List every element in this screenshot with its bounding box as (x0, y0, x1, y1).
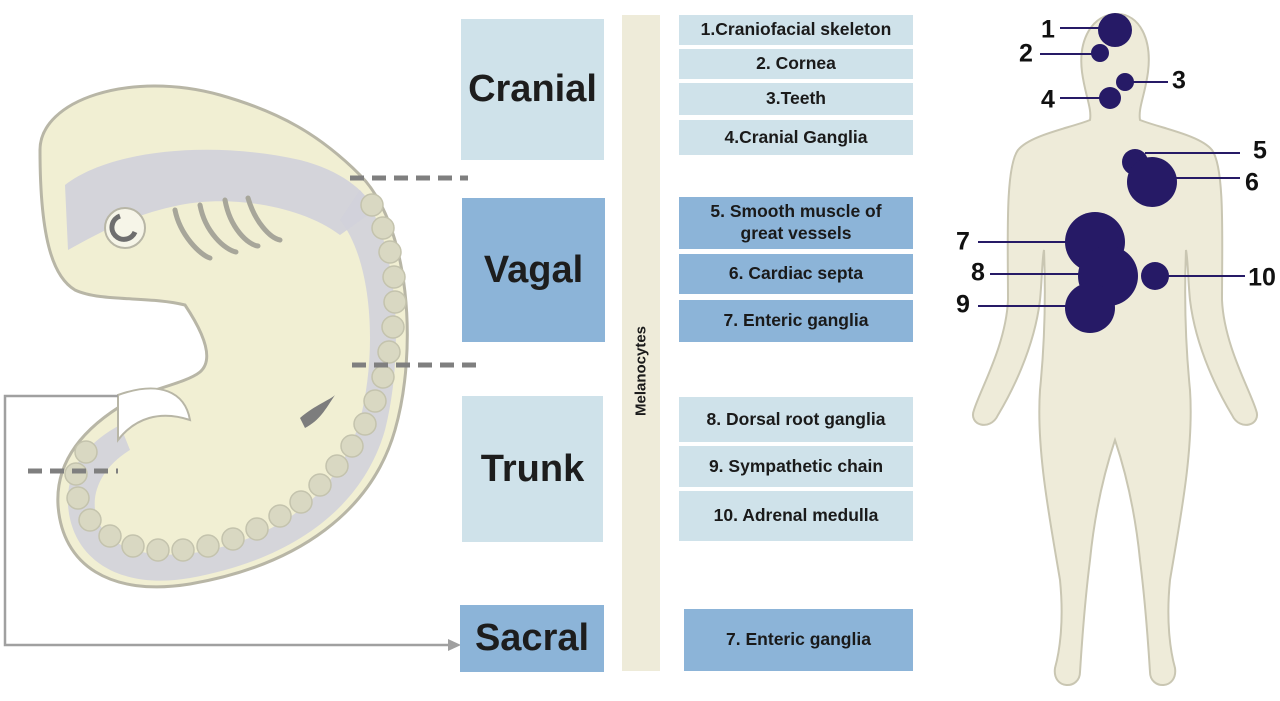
region-box-cranial: Cranial (461, 19, 604, 160)
derivative-box-1: 1.Craniofacial skeleton (679, 15, 913, 45)
marker-number-1: 1 (1041, 15, 1055, 44)
derivative-label-9: 9. Sympathetic chain (708, 455, 884, 476)
marker-number-7: 7 (956, 227, 970, 256)
region-box-trunk: Trunk (462, 396, 603, 542)
marker-number-6: 6 (1245, 168, 1259, 197)
human-body-figure (971, 12, 1259, 686)
derivative-label-7: 7. Enteric ganglia (723, 310, 869, 331)
marker-1-circle (1098, 13, 1132, 47)
region-label-sacral: Sacral (474, 617, 590, 659)
region-separators (28, 175, 482, 474)
derivative-label-2: 2. Cornea (756, 53, 836, 74)
derivative-label-6: 6. Cardiac septa (728, 263, 864, 284)
marker-10-circle (1141, 262, 1169, 290)
region-box-sacral: Sacral (460, 605, 604, 672)
derivative-box-8: 8. Dorsal root ganglia (679, 397, 913, 442)
marker-number-4: 4 (1041, 85, 1055, 114)
region-box-vagal: Vagal (462, 198, 605, 342)
derivative-label-1: 1.Craniofacial skeleton (700, 19, 892, 40)
marker-2-circle (1091, 44, 1109, 62)
derivative-box-9: 9. Sympathetic chain (679, 446, 913, 487)
marker-number-10: 10 (1248, 263, 1276, 292)
region-label-cranial: Cranial (468, 68, 597, 110)
marker-number-5: 5 (1253, 136, 1267, 165)
body-silhouette (971, 12, 1259, 686)
derivative-label-5: 5. Smooth muscle of great vessels (710, 201, 882, 243)
derivative-label-4: 4.Cranial Ganglia (724, 126, 868, 147)
derivative-box-5: 5. Smooth muscle of great vessels (679, 197, 913, 249)
derivative-label-10: 10. Adrenal medulla (713, 505, 879, 526)
marker-3-circle (1116, 73, 1134, 91)
pharyngeal-arches (172, 195, 283, 261)
embryo-illustration (3, 84, 482, 651)
derivative-label-3: 3.Teeth (766, 88, 826, 109)
derivative-box-7: 7. Enteric ganglia (679, 300, 913, 342)
sacral-connector-arrow (3, 394, 461, 651)
marker-number-9: 9 (956, 290, 970, 319)
marker-9-circle (1065, 283, 1115, 333)
melanocytes-label: Melanocytes (632, 325, 650, 417)
region-label-trunk: Trunk (480, 447, 585, 490)
derivative-box-10: 10. Adrenal medulla (679, 491, 913, 541)
marker-number-3: 3 (1172, 66, 1186, 95)
melanocytes-bar (622, 15, 660, 671)
embryo-eye (104, 207, 146, 249)
derivative-box-3: 3.Teeth (679, 83, 913, 115)
marker-4-circle (1099, 87, 1121, 109)
derivative-box-sacral-enteric: 7. Enteric ganglia (684, 609, 913, 671)
derivative-label-sacral-enteric: 7. Enteric ganglia (726, 629, 871, 650)
cranial-crest-stream (65, 149, 375, 250)
marker-circles (1065, 13, 1177, 333)
region-label-vagal: Vagal (483, 248, 584, 291)
derivative-label-8: 8. Dorsal root ganglia (706, 408, 886, 429)
derivative-box-2: 2. Cornea (679, 49, 913, 79)
embryo-tail (117, 387, 192, 443)
derivative-box-4: 4.Cranial Ganglia (679, 120, 913, 155)
limb-bud (300, 395, 335, 428)
somites (64, 193, 407, 562)
marker-number-8: 8 (971, 258, 985, 287)
marker-leader-lines (978, 27, 1245, 307)
derivative-box-6: 6. Cardiac septa (679, 254, 913, 294)
marker-number-2: 2 (1019, 39, 1033, 68)
marker-6-circle (1127, 157, 1177, 207)
